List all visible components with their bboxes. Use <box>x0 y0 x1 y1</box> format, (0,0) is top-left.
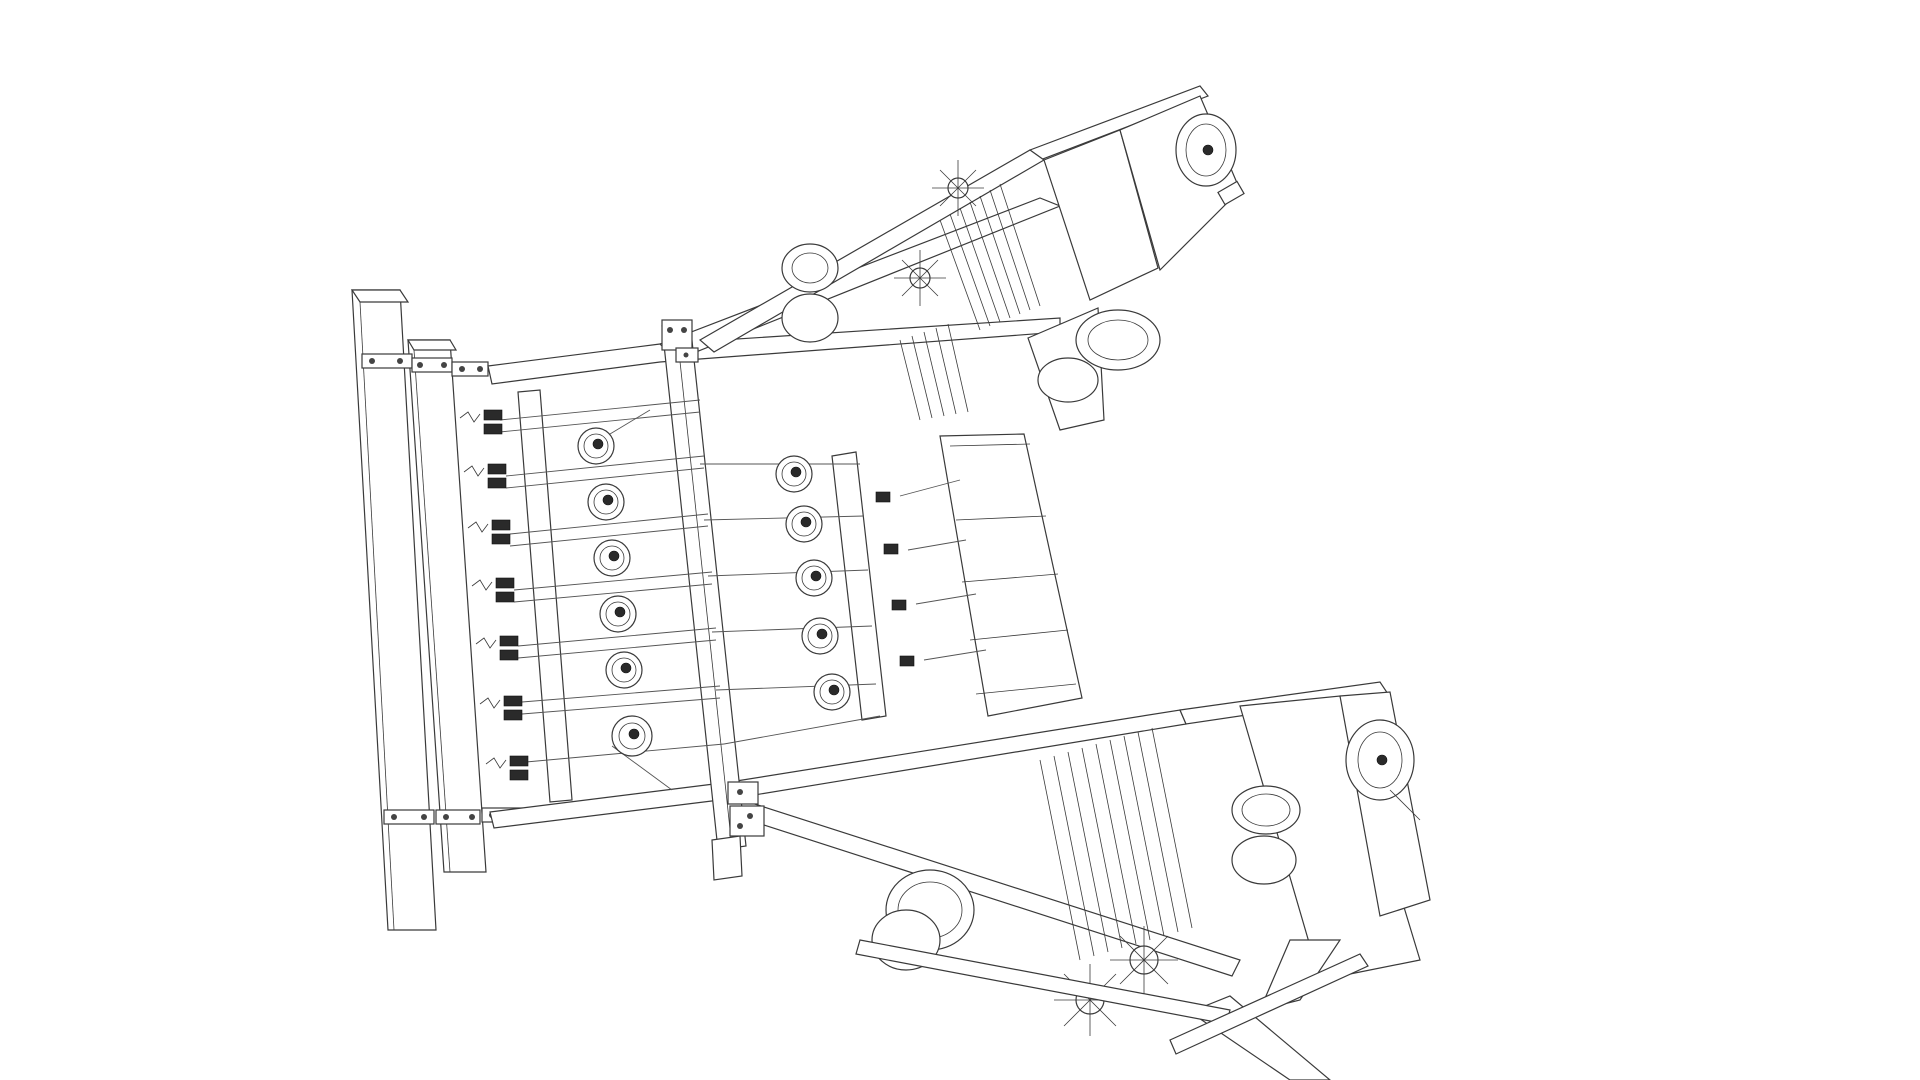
center-post-bracket-top <box>661 319 699 363</box>
spring-7 <box>485 755 529 781</box>
pulley-column-right <box>775 455 851 711</box>
knot-row <box>875 491 915 667</box>
star-wheel-bottom-2 <box>1110 926 1178 994</box>
pulley-left-1 <box>577 427 615 465</box>
pulley-left-5 <box>605 651 643 689</box>
upper-arm-drum <box>781 243 839 343</box>
star-wheel-mid <box>894 250 946 306</box>
star-wheel-top <box>932 160 984 216</box>
pulley-left-2 <box>587 483 625 521</box>
weight-box <box>899 433 1083 717</box>
spring-6 <box>479 695 523 721</box>
lower-stand <box>711 835 743 881</box>
string-array <box>499 399 881 791</box>
pulley-right-5 <box>813 673 851 711</box>
upper-arm <box>698 85 1241 431</box>
spring-5 <box>475 635 519 661</box>
frame-rail-bottom <box>489 709 1241 977</box>
upper-arm-wheel-end <box>1175 113 1245 206</box>
frame-rail-top <box>487 197 1062 385</box>
pulley-right-3 <box>795 559 833 597</box>
pulley-right-2 <box>785 505 823 543</box>
center-post <box>661 321 747 851</box>
pulley-right-4 <box>801 617 839 655</box>
lower-cross-strut <box>855 939 1369 1055</box>
spring-4 <box>471 577 515 603</box>
lower-arm-roller <box>1231 785 1301 885</box>
spring-1 <box>459 409 503 435</box>
upper-arm-roller <box>1037 309 1161 403</box>
bolt-plate-top <box>361 353 489 377</box>
pulley-right-1 <box>775 455 813 493</box>
spring-2 <box>463 463 507 489</box>
spring-row <box>459 409 529 781</box>
center-post-bracket-bottom <box>727 781 765 837</box>
spring-3 <box>467 519 511 545</box>
comb-bar-left <box>517 389 573 803</box>
pulley-left-4 <box>599 595 637 633</box>
lower-arm-wheel-end <box>1345 719 1421 821</box>
pulley-left-3 <box>593 539 631 577</box>
pulley-column-left <box>577 427 653 757</box>
base-beam-inner <box>406 339 487 873</box>
base-beam-left <box>350 289 437 931</box>
comb-bar-right <box>831 451 887 721</box>
pulley-left-6 <box>611 715 653 757</box>
